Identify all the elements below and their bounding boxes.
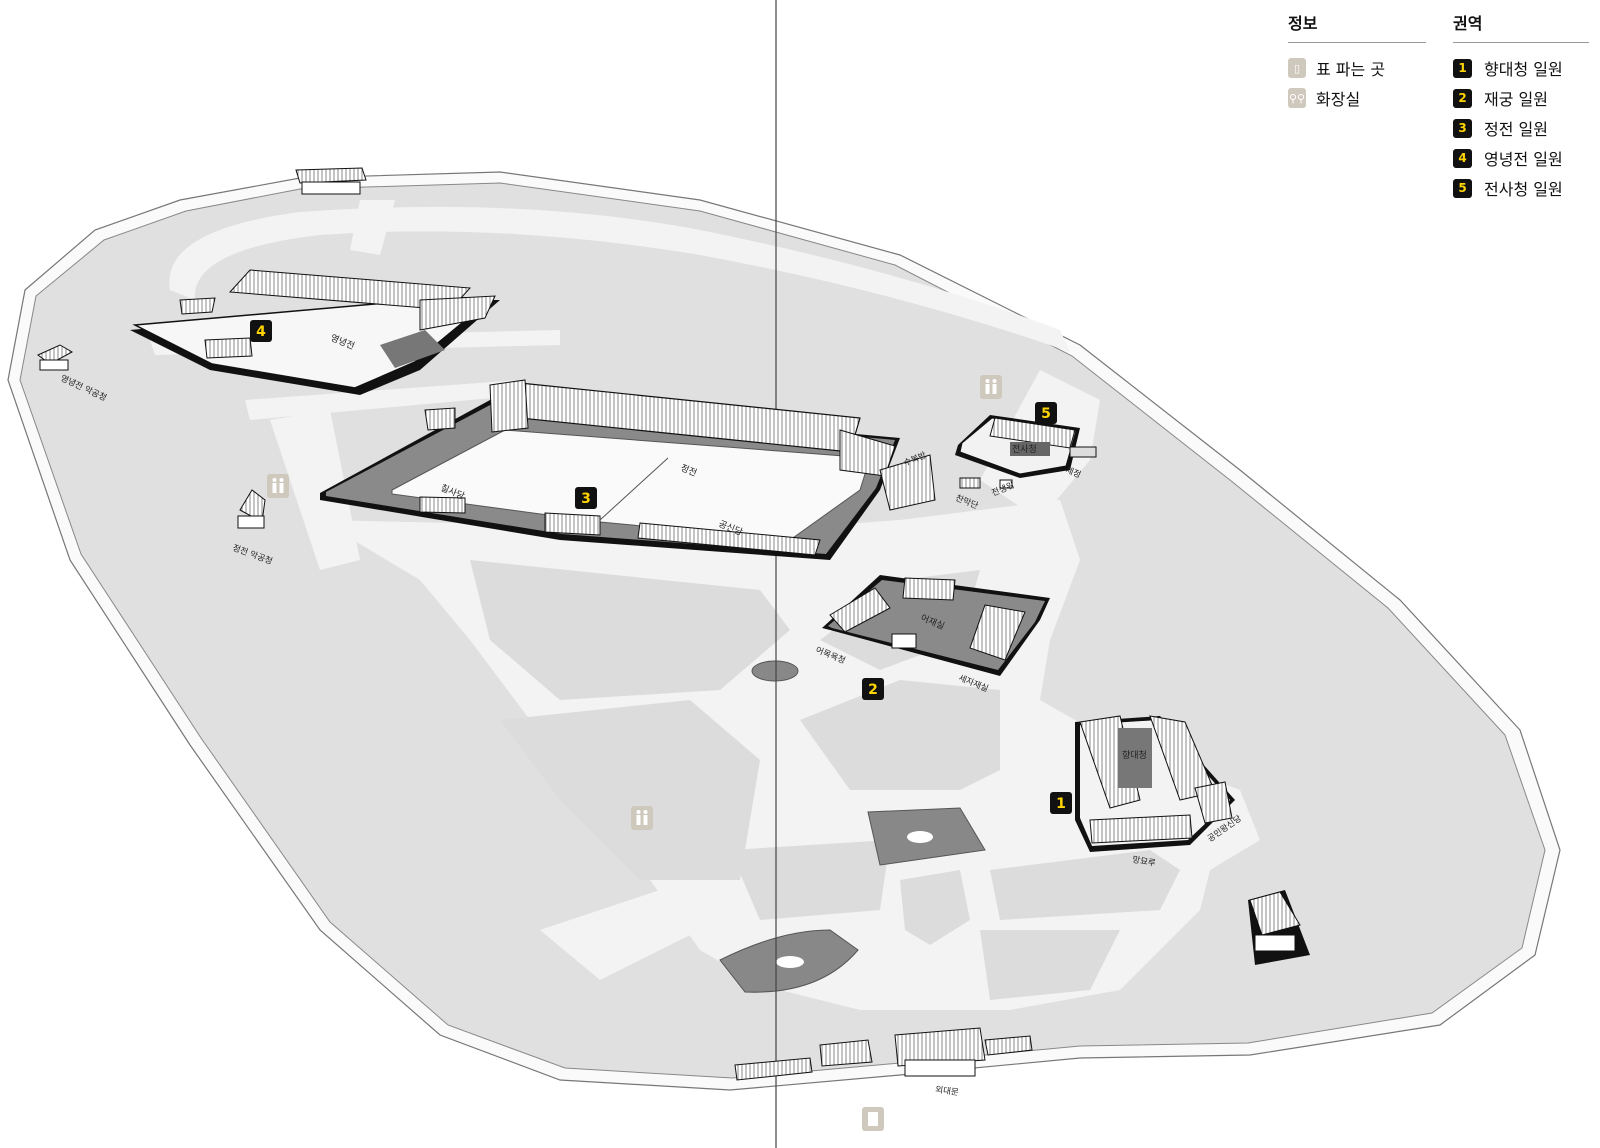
- legend-zone-5[interactable]: 5 전사청 일원: [1453, 173, 1589, 203]
- legend-item-restroom: ⚲⚲ 화장실: [1288, 83, 1426, 113]
- svg-text:3: 3: [581, 491, 591, 507]
- label-jejeong: 제정: [1064, 465, 1083, 481]
- restroom-icon: [980, 375, 1002, 399]
- zone-badge-1[interactable]: 1: [1050, 792, 1072, 814]
- legend-zone-4[interactable]: 4 영녕전 일원: [1453, 143, 1589, 173]
- zone-badge-5[interactable]: 5: [1035, 402, 1057, 424]
- label-oedaemun: 외대문: [935, 1084, 960, 1098]
- legend-zone-1[interactable]: 1 향대청 일원: [1453, 53, 1589, 83]
- label-mangmyoru: 망묘루: [1131, 854, 1156, 869]
- legend-zones: 권역 1 향대청 일원 2 재궁 일원 3 정전 일원 4 영녕전 일원 5 전…: [1453, 10, 1589, 203]
- legend-item-ticket-booth: ▯ 표 파는 곳: [1288, 53, 1426, 83]
- legend-zones-title: 권역: [1453, 10, 1589, 43]
- legend-zone-label: 전사청 일원: [1484, 180, 1563, 199]
- ticket-booth-icon: ▯: [1288, 58, 1306, 78]
- jeongjeon-compound: [320, 379, 936, 560]
- eojaesil-compound: [822, 575, 1050, 676]
- label-hyangdaecheong: 향대청: [1122, 749, 1147, 761]
- legend-zone-label: 향대청 일원: [1484, 60, 1563, 79]
- restroom-icon: [631, 806, 653, 830]
- zone-number-badge: 3: [1453, 118, 1472, 138]
- southeast-gatehouse: [1248, 890, 1310, 965]
- svg-text:4: 4: [256, 324, 266, 340]
- legend-info: 정보 ▯ 표 파는 곳 ⚲⚲ 화장실: [1288, 10, 1426, 113]
- restroom-icon: [267, 474, 289, 498]
- svg-text:2: 2: [868, 682, 878, 698]
- ticket-booth-icon: [862, 1107, 884, 1131]
- ground-blocks: [470, 560, 1180, 1000]
- restroom-icon: ⚲⚲: [1288, 88, 1306, 108]
- zone-badge-3[interactable]: 3: [575, 487, 597, 509]
- oedaemun-gate: [734, 1027, 1033, 1081]
- jeonsacheong-compound: [955, 415, 1097, 489]
- zone-number-badge: 4: [1453, 148, 1472, 168]
- zone-number-badge: 2: [1453, 88, 1472, 108]
- legend-zone-label: 정전 일원: [1484, 120, 1548, 139]
- yeongnyeongjeon-compound: [130, 269, 500, 395]
- hyangdaecheong-compound: [1075, 715, 1235, 852]
- legend-zone-2[interactable]: 2 재궁 일원: [1453, 83, 1589, 113]
- label-jeonsacheong: 전사청: [1012, 444, 1037, 455]
- svg-text:1: 1: [1056, 796, 1066, 812]
- legend-zone-3[interactable]: 3 정전 일원: [1453, 113, 1589, 143]
- jeongjeon-akgongcheong-building: [237, 489, 266, 529]
- legend-info-title: 정보: [1288, 10, 1426, 43]
- north-gate: [295, 167, 367, 195]
- yeongnyeongjeon-akgongcheong-building: [37, 344, 74, 371]
- legend-zone-label: 영녕전 일원: [1484, 150, 1563, 169]
- zone-number-badge: 1: [1453, 58, 1472, 78]
- legend-zone-label: 재궁 일원: [1484, 90, 1548, 109]
- legend-item-label: 화장실: [1316, 90, 1361, 109]
- zone-badge-2[interactable]: 2: [862, 678, 884, 700]
- legend-item-label: 표 파는 곳: [1316, 60, 1386, 79]
- zone-number-badge: 5: [1453, 178, 1472, 198]
- zone-badge-4[interactable]: 4: [250, 320, 272, 342]
- svg-text:5: 5: [1041, 406, 1051, 422]
- ponds: [719, 660, 986, 993]
